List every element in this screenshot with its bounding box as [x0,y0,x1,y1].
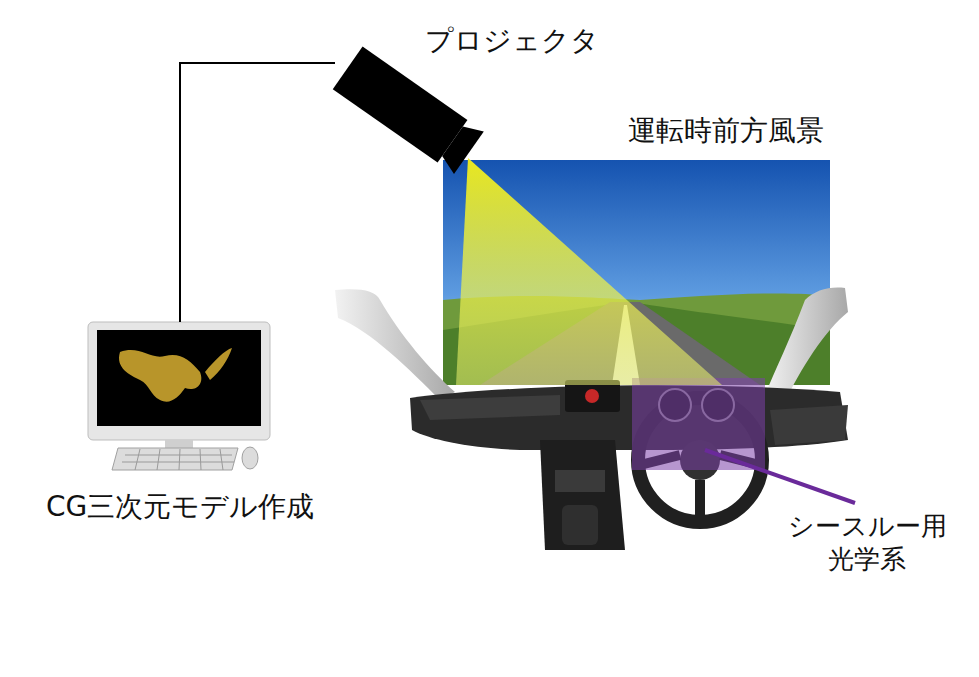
see-through-optics [632,378,765,470]
projection-beam [456,158,722,385]
connector-line [180,63,335,322]
diagram-node: プロジェクタ [335,20,625,170]
projector-body [333,47,484,174]
leader-line [705,450,855,503]
computer [88,322,270,470]
diagram-node: 運転時前方風景 [443,112,843,385]
node-label: CG三次元モデル作成 [46,490,314,524]
node-label: プロジェクタ [425,24,599,58]
node-label: 運転時前方風景 [628,114,824,148]
diagram-node: CG三次元モデル作成 [30,322,330,532]
callout-label: シースルー用 光学系 [772,510,962,575]
